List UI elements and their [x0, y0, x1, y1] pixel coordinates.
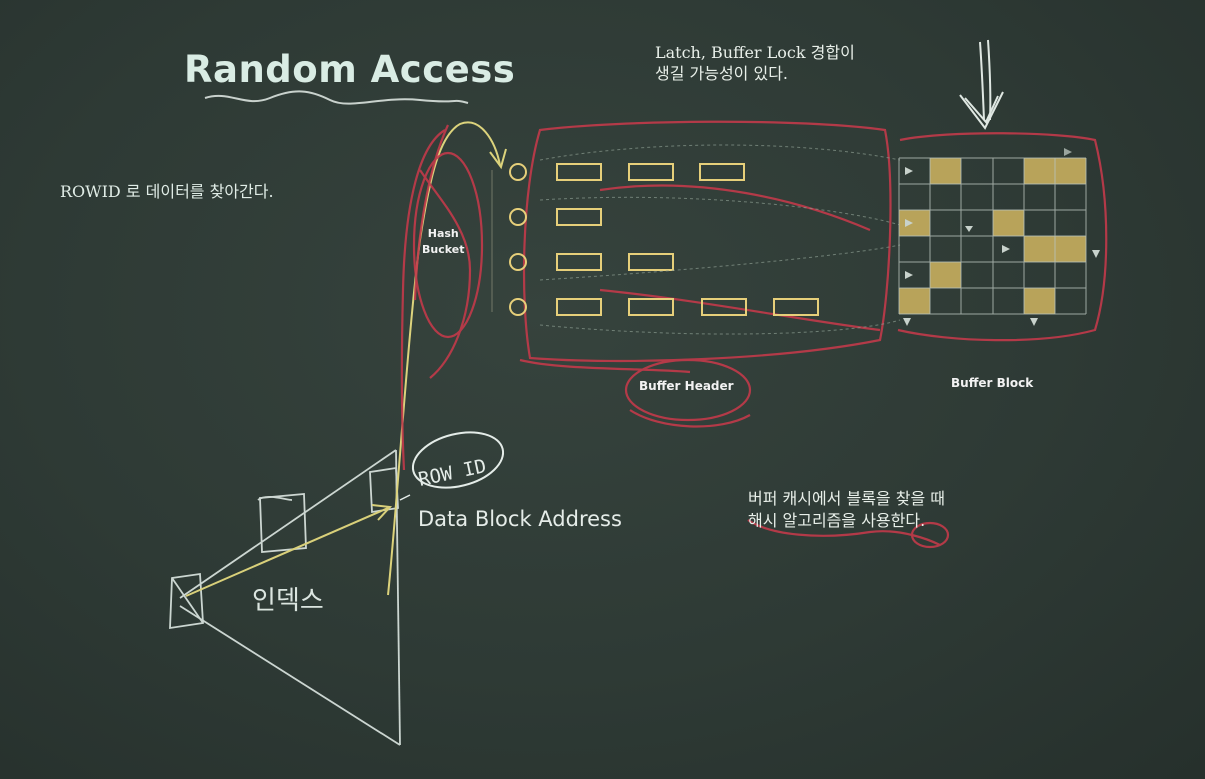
buffer-header: [556, 163, 602, 181]
buffer-header: [701, 298, 747, 316]
rowid-note: ROWID 로 데이터를 찾아간다.: [60, 182, 274, 201]
rowid-circle: [411, 431, 505, 489]
hash-bucket-label: Hash Bucket: [422, 226, 464, 258]
hash-bucket-circles: [509, 163, 527, 316]
bucket-circle: [509, 253, 527, 271]
buffer-header: [628, 298, 674, 316]
down-arrow: [959, 39, 1004, 130]
page-title: Random Access: [184, 48, 516, 91]
bucket-circle: [509, 208, 527, 226]
latch-contention-note: Latch, Buffer Lock 경합이 생길 가능성이 있다.: [655, 42, 855, 84]
buffer-block-label: Buffer Block: [951, 376, 1034, 390]
hash-note-line1: 버퍼 캐시에서 블록을 찾을 때: [748, 489, 945, 508]
buffer-header: [556, 253, 602, 271]
buffer-block-grid: [898, 148, 1100, 326]
buffer-header-rects: [556, 163, 819, 316]
hash-algorithm-note: 버퍼 캐시에서 블록을 찾을 때 해시 알고리즘을 사용한다.: [748, 488, 945, 532]
title-underline: [204, 90, 469, 105]
index-label: 인덱스: [252, 586, 324, 616]
hash-label-line2: Bucket: [422, 243, 465, 256]
bucket-circle: [509, 163, 527, 181]
hash-note-line2: 해시 알고리즘을 사용한다.: [748, 511, 926, 530]
red-annotations: [400, 120, 1108, 549]
buffer-header: [628, 163, 674, 181]
latch-note-line1: Latch, Buffer Lock 경합이: [655, 43, 855, 62]
buffer-header: [699, 163, 745, 181]
buffer-header: [556, 208, 602, 226]
buffer-header: [556, 298, 602, 316]
hash-label-line1: Hash: [427, 227, 459, 240]
buffer-header-label: Buffer Header: [639, 379, 734, 393]
latch-note-line2: 생길 가능성이 있다.: [655, 64, 789, 83]
index-scan-arrow: [185, 504, 393, 597]
data-block-address-label: Data Block Address: [418, 507, 622, 531]
buffer-header: [628, 253, 674, 271]
bucket-circle: [509, 298, 527, 316]
buffer-header: [773, 298, 819, 316]
